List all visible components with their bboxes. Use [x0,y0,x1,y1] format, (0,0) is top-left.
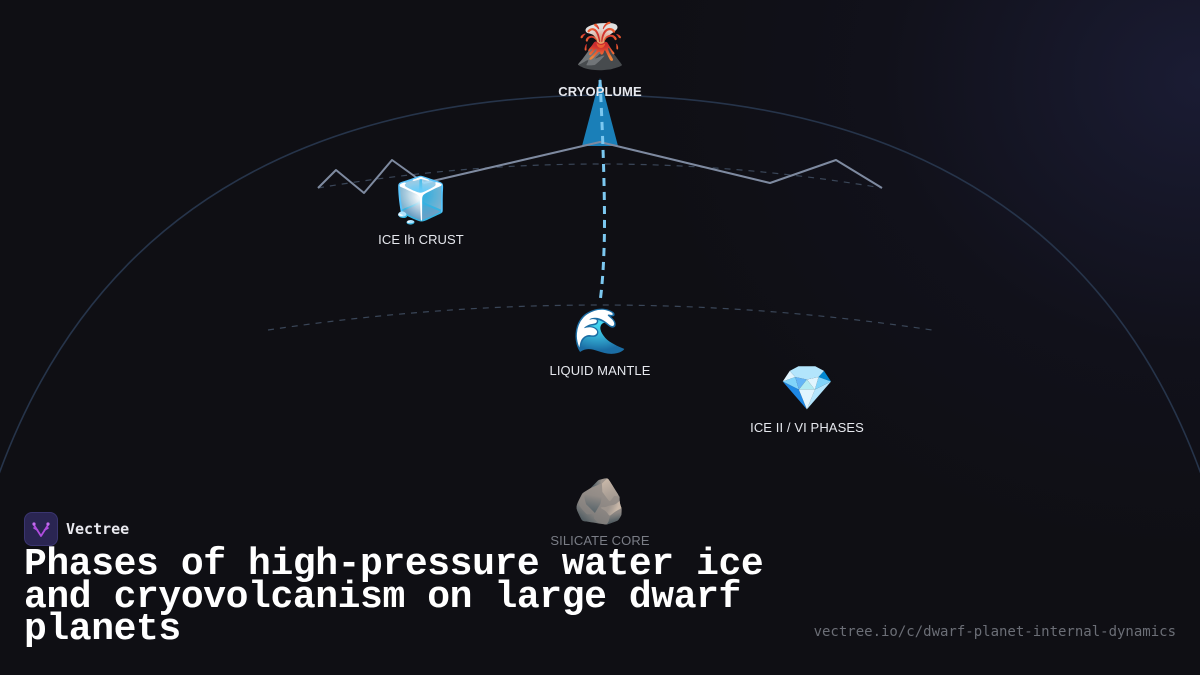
node-label: ICE II / VI PHASES [750,420,864,435]
brand-name: Vectree [66,520,130,538]
vectree-logo-icon [24,512,58,546]
wave-icon: 🌊 [572,307,628,356]
node-label: SILICATE CORE [550,533,650,548]
ice-cube-icon: 🧊 [393,176,449,225]
cryoplume-cone [582,78,618,146]
node-liquid-mantle: 🌊 LIQUID MANTLE [550,307,651,380]
volcano-icon: 🌋 [572,22,628,71]
surface-ridge-line [317,141,883,194]
node-label: LIQUID MANTLE [549,363,651,378]
gem-icon: 💎 [779,364,835,413]
node-ice-ih-crust: 🧊 ICE Ih CRUST [378,176,464,249]
node-silicate-core: 🪨 SILICATE CORE [550,477,649,550]
source-url: vectree.io/c/dwarf-planet-internal-dynam… [813,624,1176,640]
node-ice-ii-vi-phases: 💎 ICE II / VI PHASES [750,364,864,437]
node-label: CRYOPLUME [558,84,642,99]
cryomagma-conduit [598,79,606,303]
node-cryoplume: 🌋 CRYOPLUME [558,22,641,101]
node-label: ICE Ih CRUST [378,232,464,247]
brand: Vectree [24,512,129,546]
page-title: Phases of high-pressure water ice and cr… [24,543,764,651]
rock-icon: 🪨 [572,477,628,526]
